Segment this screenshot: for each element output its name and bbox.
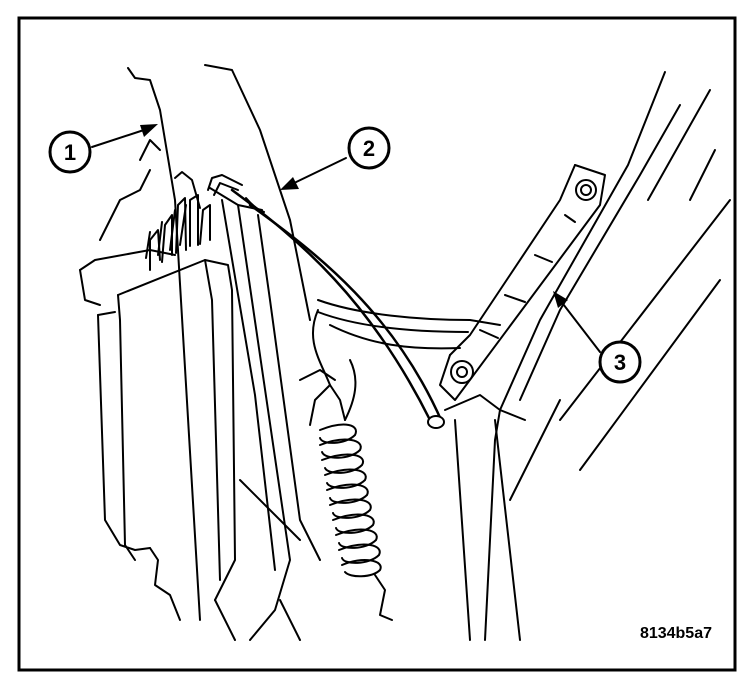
leader-arrows [91,127,601,353]
arrow-head-3 [553,291,568,308]
mounting-bracket [439,164,606,401]
steering-column-rails [209,187,321,641]
callout-2-label: 2 [363,136,375,161]
cable-sheath [174,171,445,429]
arrow-head-1 [140,124,158,137]
door-frame-pillar [444,71,731,641]
arrow-head-2 [280,177,299,190]
callout-2: 2 [347,126,391,170]
module-housing [79,64,311,621]
callout-1-label: 1 [64,140,76,165]
coil-spring [299,309,393,621]
figure-id: 8134b5a7 [640,625,712,642]
callout-3-label: 3 [614,350,626,375]
linkage-rod [317,299,501,350]
callout-1: 1 [48,130,92,174]
callout-3: 3 [598,340,642,384]
